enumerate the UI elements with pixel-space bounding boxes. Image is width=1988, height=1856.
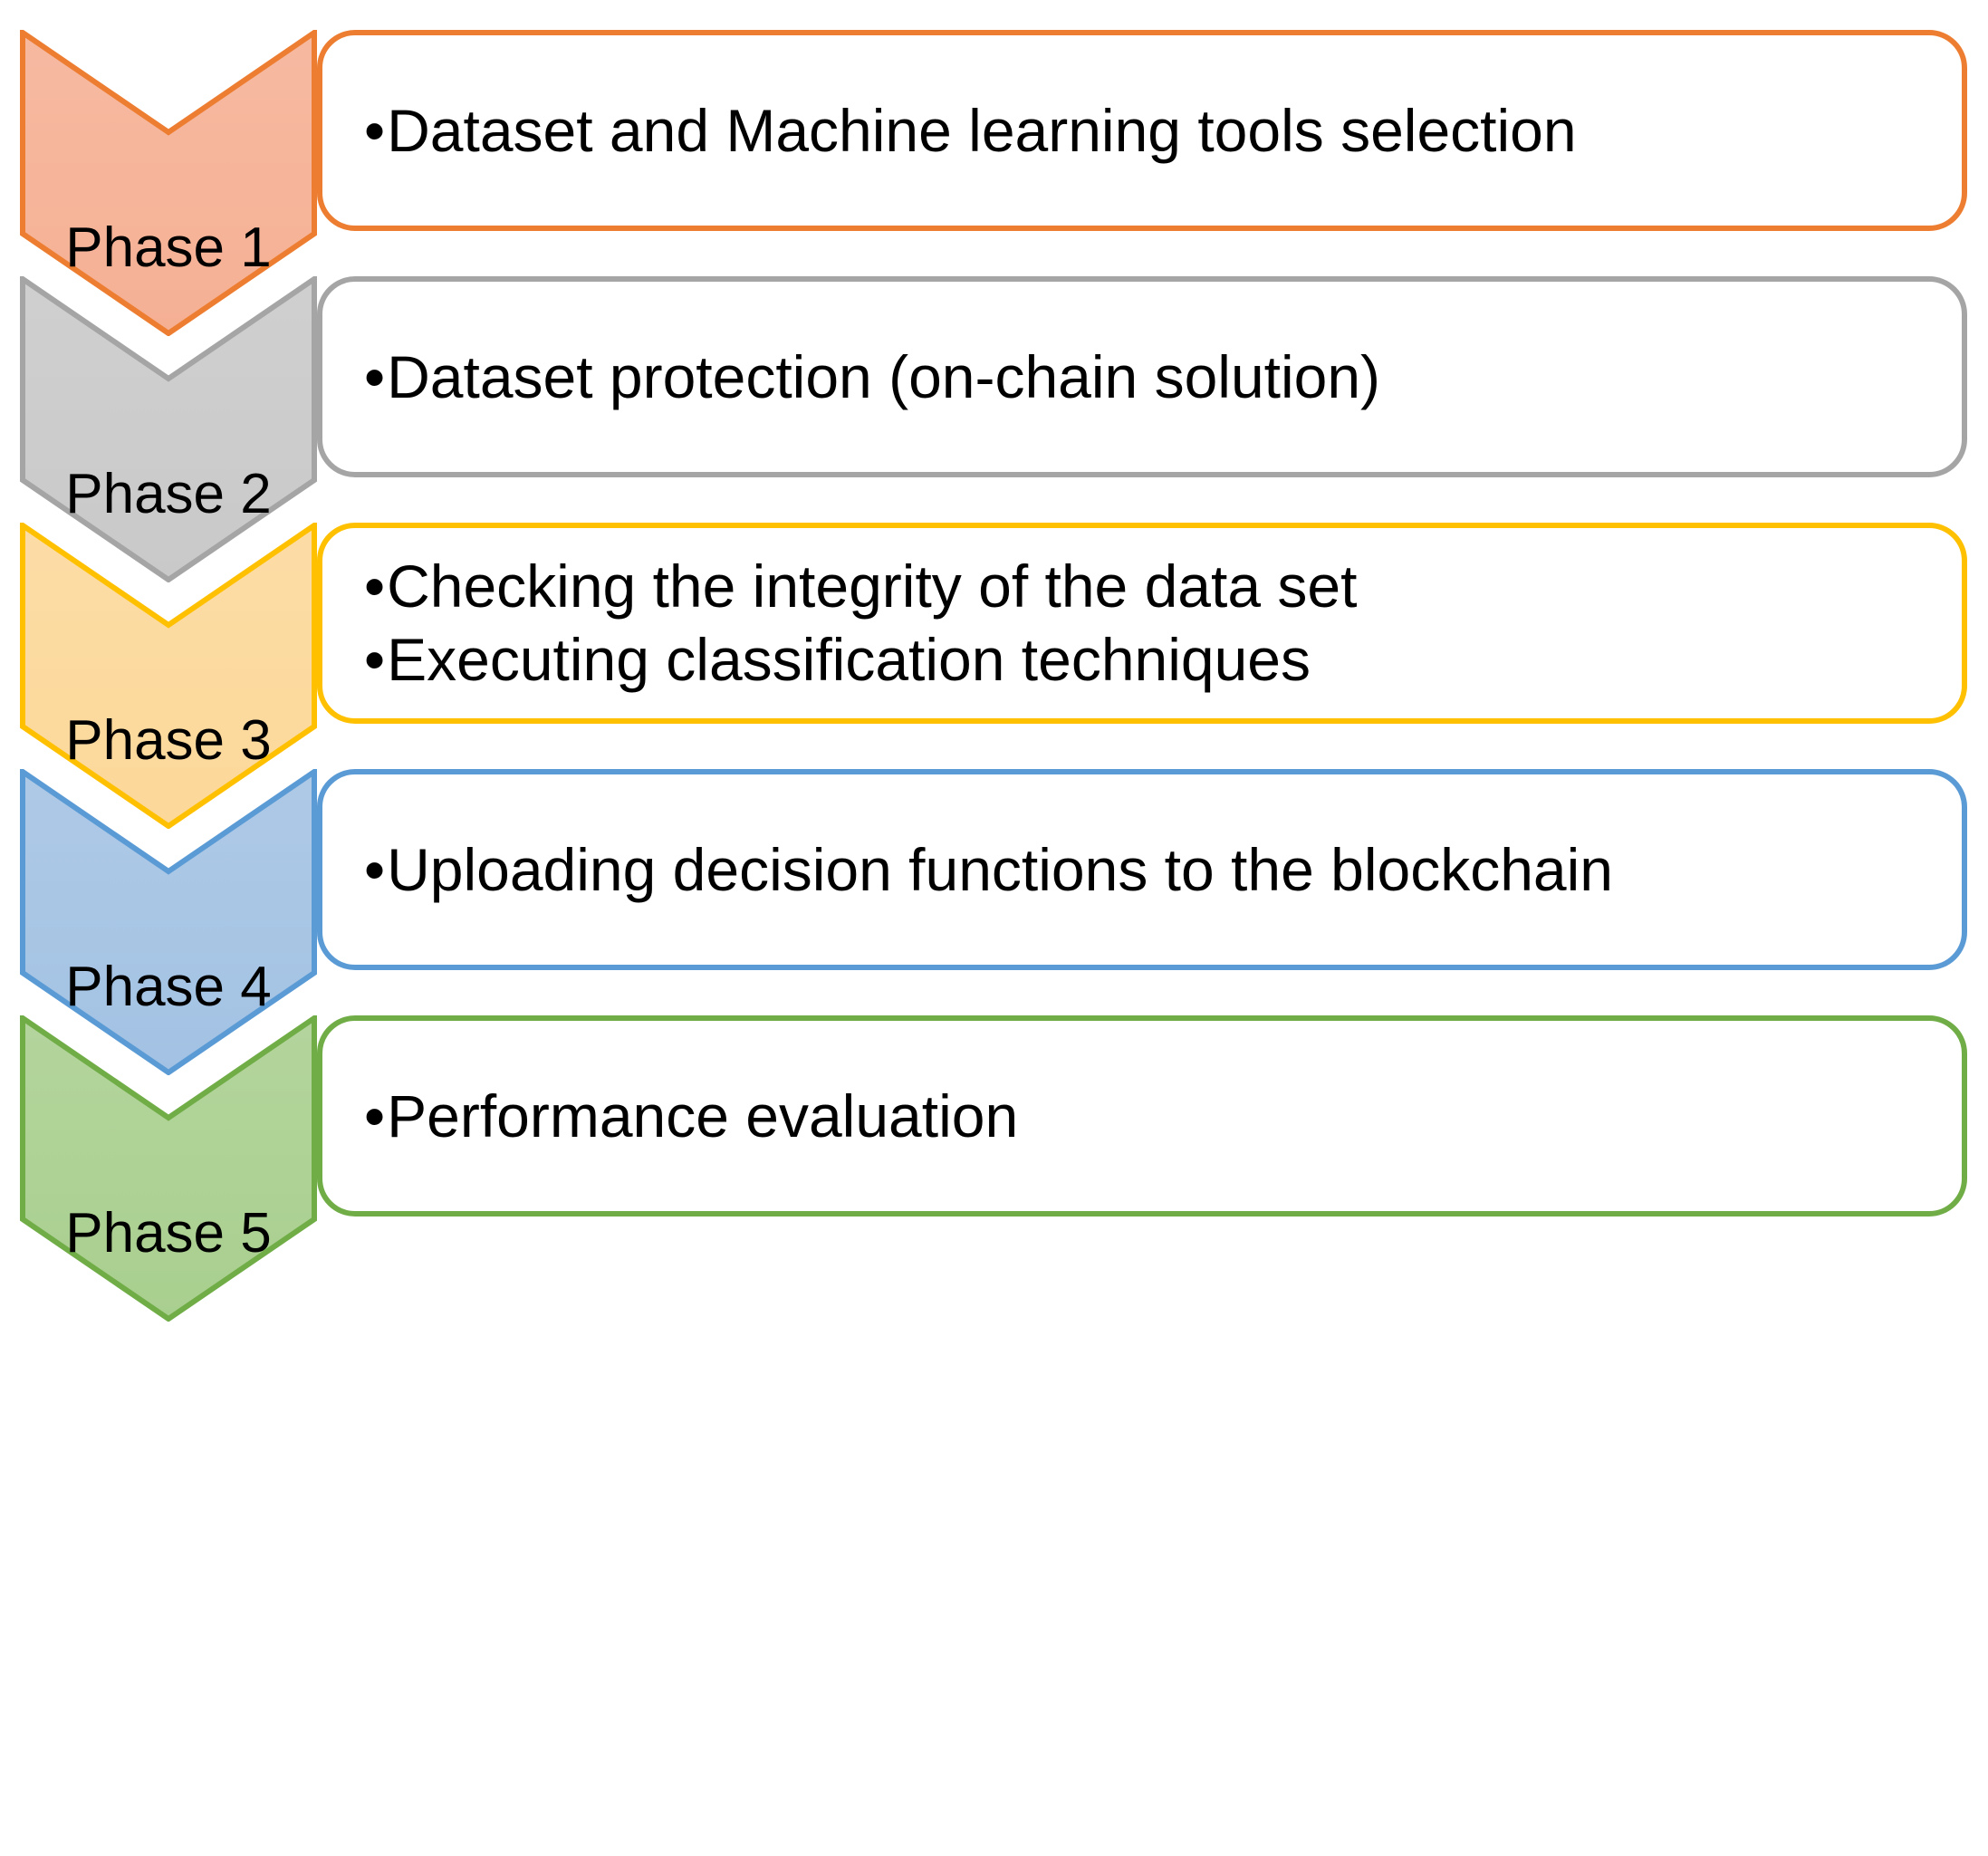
bullet-item: •Dataset protection (on-chain solution) [364,341,1962,414]
bullet-text: Performance evaluation [387,1082,1019,1149]
bullet-list: •Performance evaluation [322,1080,1962,1153]
bullet-list: •Dataset protection (on-chain solution) [322,341,1962,414]
phase-content-box[interactable]: •Dataset protection (on-chain solution) [317,276,1967,477]
phase-chevron[interactable] [20,30,317,336]
phase-label: Phase 3 [65,709,272,772]
bullet-item: •Dataset and Machine learning tools sele… [364,94,1962,168]
phase-label: Phase 2 [65,463,272,525]
bullet-item: •Uploading decision functions to the blo… [364,833,1962,907]
phase-row: •Uploading decision functions to the blo… [0,769,1988,1075]
phase-content-box[interactable]: •Performance evaluation [317,1015,1967,1216]
phase-chevron[interactable] [20,276,317,582]
bullet-dot-icon: • [364,96,386,164]
phase-label: Phase 5 [65,1202,272,1265]
phase-chevron[interactable] [20,523,317,829]
phase-content-box[interactable]: •Dataset and Machine learning tools sele… [317,30,1967,231]
chevron-shape [20,30,317,336]
chevron-shape [20,1015,317,1322]
bullet-item: •Executing classification techniques [364,623,1962,697]
phase-label: Phase 4 [65,956,272,1018]
phase-chevron[interactable] [20,769,317,1075]
bullet-dot-icon: • [364,835,386,903]
bullet-item: •Performance evaluation [364,1080,1962,1153]
bullet-dot-icon: • [364,626,386,693]
bullet-text: Uploading decision functions to the bloc… [387,835,1613,903]
phase-chevron[interactable] [20,1015,317,1322]
phase-label: Phase 1 [65,216,272,279]
bullet-text: Dataset and Machine learning tools selec… [387,96,1577,164]
bullet-dot-icon: • [364,553,386,620]
bullet-dot-icon: • [364,1082,386,1149]
bullet-dot-icon: • [364,342,386,410]
phase-row: •Checking the integrity of the data set•… [0,523,1988,829]
phase-content-box[interactable]: •Checking the integrity of the data set•… [317,523,1967,724]
chevron-shape [20,769,317,1075]
bullet-item: •Checking the integrity of the data set [364,550,1962,623]
bullet-list: •Uploading decision functions to the blo… [322,833,1962,907]
bullet-text: Checking the integrity of the data set [387,553,1358,620]
bullet-list: •Checking the integrity of the data set•… [322,550,1962,696]
phase-content-box[interactable]: •Uploading decision functions to the blo… [317,769,1967,970]
phase-row: •Dataset and Machine learning tools sele… [0,30,1988,336]
chevron-shape [20,523,317,829]
bullet-list: •Dataset and Machine learning tools sele… [322,94,1962,168]
bullet-text: Executing classification techniques [387,626,1311,693]
phase-row: •Dataset protection (on-chain solution) P… [0,276,1988,582]
chevron-shape [20,276,317,582]
bullet-text: Dataset protection (on-chain solution) [387,342,1381,410]
